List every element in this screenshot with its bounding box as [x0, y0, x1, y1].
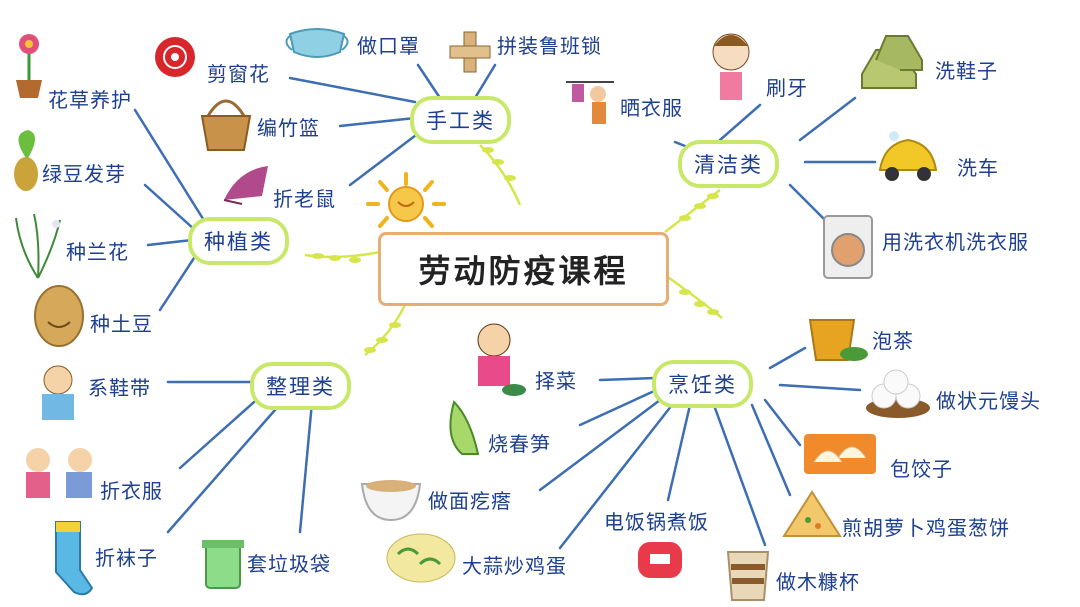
washing-machine-icon [823, 215, 873, 279]
activity-shaiyifu: 晒衣服 [620, 96, 683, 120]
activity-shuaya: 刷牙 [766, 76, 808, 100]
sprout-icon [14, 130, 38, 191]
sawdust-cup-icon [726, 551, 770, 601]
activity-pinzhuang: 拼装鲁班锁 [497, 34, 602, 58]
category-zhongzhi: 种植类 [188, 217, 289, 265]
activity-mukang: 做木糠杯 [776, 570, 860, 594]
shoes-icon [861, 35, 923, 89]
luban-lock-icon [449, 31, 491, 73]
activity-taolaji: 套垃圾袋 [247, 552, 331, 576]
activity-zheyifu: 折衣服 [100, 479, 163, 503]
activity-zhelaoshu: 折老鼠 [273, 187, 336, 211]
category-qingjie: 清洁类 [678, 140, 779, 188]
paper-cut-icon [155, 37, 195, 77]
bamboo-basket-icon [200, 99, 252, 151]
garlic-egg-dish-icon [386, 533, 456, 583]
activity-mantou: 做状元馒头 [936, 389, 1041, 413]
boy-tying-shoes-icon [42, 365, 74, 420]
activity-zhonglanhua: 种兰花 [66, 240, 129, 264]
orchid-icon [15, 213, 61, 279]
steamed-bun-icon [866, 369, 930, 418]
trash-bin-icon [202, 540, 244, 589]
activity-xiche: 洗车 [957, 156, 999, 180]
bamboo-shoot-icon [449, 400, 480, 455]
category-shougong: 手工类 [410, 96, 511, 144]
activity-xiexiezi: 洗鞋子 [935, 59, 998, 83]
activity-huacao: 花草养护 [48, 88, 132, 112]
category-zhengli: 整理类 [250, 362, 351, 410]
laundry-drying-icon [566, 81, 614, 124]
activity-jianbing: 煎胡萝卜鸡蛋葱饼 [842, 516, 1010, 540]
rice-cooker-icon [638, 542, 682, 578]
activity-zhewazi: 折袜子 [95, 546, 158, 570]
paper-mouse-icon [223, 166, 268, 205]
activity-jianchuanghua: 剪窗花 [207, 62, 270, 86]
activity-xiyiji: 用洗衣机洗衣服 [882, 230, 1029, 254]
girl-brushing-teeth-icon [712, 33, 750, 100]
category-pengren: 烹饪类 [652, 360, 753, 408]
activity-zuokouzhao: 做口罩 [357, 34, 420, 58]
car-wash-icon [878, 131, 938, 181]
potato-icon [34, 285, 84, 347]
activity-suantai: 大蒜炒鸡蛋 [462, 554, 567, 578]
activity-paocha: 泡茶 [872, 329, 914, 353]
sock-icon [55, 521, 94, 596]
dumplings-icon [804, 434, 876, 474]
activity-zecai: 择菜 [535, 369, 577, 393]
center-title: 劳动防疫课程 [378, 232, 669, 306]
sun-icon [366, 172, 446, 228]
activity-xiexiedai: 系鞋带 [88, 376, 151, 400]
scallion-pancake-icon [782, 490, 842, 537]
kids-folding-clothes-icon [26, 448, 92, 498]
noodle-soup-icon [360, 480, 422, 522]
mask-icon [285, 28, 349, 58]
activity-chunsun: 烧春笋 [488, 432, 551, 456]
activity-jiaozi: 包饺子 [890, 457, 953, 481]
girl-picking-vegetables-icon [477, 323, 526, 396]
flower-pot-icon [16, 34, 42, 98]
activity-zhongtudou: 种土豆 [90, 312, 153, 336]
tea-cup-icon [808, 319, 868, 361]
activity-dianfanguo: 电饭锅煮饭 [604, 510, 709, 534]
activity-bianzhulan: 编竹篮 [257, 116, 320, 140]
activity-lvdou: 绿豆发芽 [42, 162, 126, 186]
activity-geda: 做面疙瘩 [428, 489, 512, 513]
